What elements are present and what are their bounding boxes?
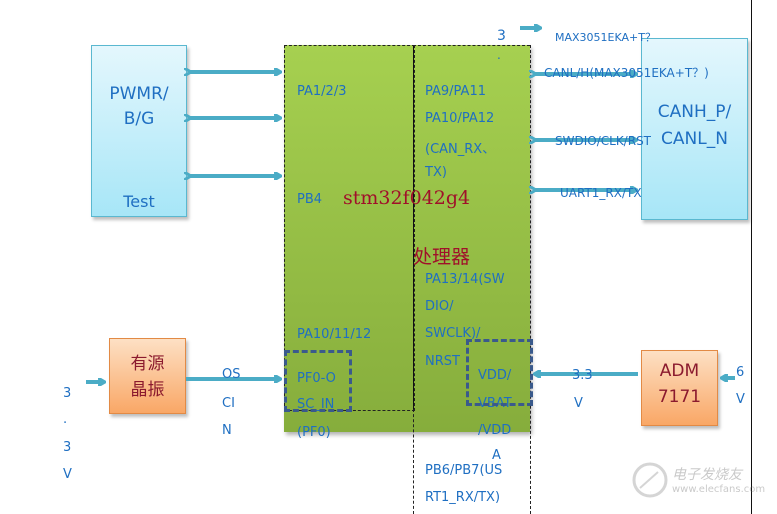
osc-pin-highlight (284, 350, 352, 412)
osc-label-line2: 晶振 (130, 380, 165, 400)
chip-subtitle: 处理器 (413, 246, 471, 268)
chip-right-edge (530, 45, 531, 514)
label-3v3-left-4: V (63, 467, 72, 482)
chip-top-dash (413, 45, 530, 46)
pin-pf0-osc: PF0-O (297, 371, 336, 386)
pin-pa123: PA1/2/3 (297, 84, 347, 99)
label-3v3-left-3: 3 (63, 440, 72, 455)
label-6v-v: V (736, 392, 745, 407)
label-3v3-right: 3.3 (572, 368, 593, 383)
label-osc-in-1: OS (222, 367, 241, 382)
pwm-label-line1: PWMR/ (109, 84, 169, 104)
label-max-top: MAX3051EKA+T？ (555, 31, 656, 44)
label-canlh: CANL/H(MAX3051EKA+T？) (544, 66, 709, 80)
pin-pa9-pa11: PA9/PA11 (425, 84, 486, 99)
pwm-label-line2: B/G (123, 109, 155, 129)
mcu-chip (284, 45, 530, 432)
oscillator-block: 有源 晶振 (109, 338, 186, 414)
pin-pa10-pa12: PA10/PA12 (425, 111, 495, 126)
pin-sc-in: SC_IN (297, 397, 335, 412)
pwm-label-test: Test (123, 192, 155, 211)
label-osc-in-3: N (222, 423, 232, 438)
chip-name: stm32f042g4 (343, 187, 471, 209)
can-label-line1: CANH_P/ (657, 102, 732, 122)
label-swdio: SWDIO/CLK/RST (555, 134, 652, 148)
pin-rt1: RT1_RX/TX) (425, 490, 501, 505)
watermark-url: www.elecfans.com (672, 484, 766, 495)
pin-dio: DIO/ (425, 299, 454, 314)
label-uart: UART1_RX/TX (560, 186, 642, 200)
pin-pf0: (PF0) (297, 425, 331, 440)
chip-divider (413, 45, 414, 409)
watermark-logo-icon (632, 462, 668, 498)
reg-label-line1: ADM (659, 361, 700, 381)
pin-nrst: NRST (425, 354, 460, 369)
reg-label-line2: 7171 (657, 387, 702, 407)
label-3v3-right-v: V (574, 396, 583, 411)
power-pin-highlight (466, 339, 533, 406)
watermark-cn: 电子发烧友 (672, 467, 742, 483)
label-3v3-left-1: 3 (63, 386, 72, 401)
label-osc-in-2: CI (222, 396, 235, 411)
regulator-block: ADM 7171 (641, 350, 718, 426)
pin-pb6-pb7: PB6/PB7(US (425, 463, 503, 478)
label-6v-num: 6 (736, 365, 745, 380)
label-num3-top: 3 (497, 28, 506, 44)
pin-vdda-a: A (492, 448, 501, 463)
page-border-line (751, 0, 752, 514)
osc-label-line1: 有源 (130, 354, 165, 374)
label-3v3-left-2: . (63, 412, 68, 427)
pin-can-tx: TX) (425, 165, 447, 180)
pin-pa101112: PA10/11/12 (297, 327, 372, 342)
pin-pa1314: PA13/14(SW (425, 272, 505, 287)
pin-swclk: SWCLK)/ (425, 326, 481, 341)
chip-mid-extension (413, 409, 414, 514)
pwm-rgb-block: PWMR/ B/G Test (91, 45, 187, 217)
pin-vdda: /VDD (478, 423, 512, 438)
can-block: CANH_P/ CANL_N (641, 38, 748, 220)
can-label-line2: CANL_N (661, 129, 728, 149)
pin-pb4: PB4 (297, 192, 323, 207)
label-dot-top: . (497, 48, 501, 62)
pin-vdd: VDD/ (478, 368, 512, 383)
pin-can-rx: (CAN_RX、 (425, 142, 496, 157)
